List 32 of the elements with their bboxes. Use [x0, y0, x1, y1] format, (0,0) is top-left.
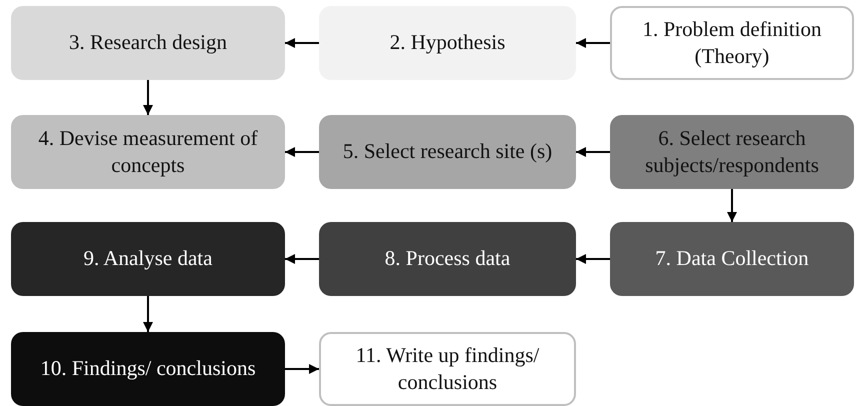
process-box [319, 6, 576, 80]
arrow [285, 38, 319, 48]
step-label: 6. Select research subjects/respondents [644, 124, 820, 179]
arrow [143, 80, 153, 115]
process-box [319, 332, 576, 406]
step-label: 1. Problem definition (Theory) [641, 16, 823, 70]
step-label: 11. Write up findings/ conclusions [354, 342, 540, 396]
step-label: 7. Data Collection [654, 245, 810, 272]
step-label: 2. Hypothesis [388, 29, 506, 56]
step-label: 9. Analyse data [82, 245, 214, 272]
process-box [610, 115, 854, 189]
process-box [11, 332, 285, 406]
arrow [576, 254, 610, 264]
arrow [727, 189, 737, 222]
process-box [319, 115, 576, 189]
arrow [285, 147, 319, 157]
process-box [610, 6, 854, 80]
arrow [285, 364, 319, 374]
arrow [576, 38, 610, 48]
process-box [610, 222, 854, 296]
step-label: 8. Process data [384, 245, 512, 272]
arrow [576, 147, 610, 157]
process-box [319, 222, 576, 296]
arrow [143, 296, 153, 332]
step-label: 5. Select research site (s) [342, 138, 554, 166]
arrow [285, 254, 319, 264]
step-label: 10. Findings/ conclusions [39, 355, 257, 382]
process-box [11, 222, 285, 296]
process-box [11, 6, 285, 80]
step-label: 4. Devise measurement of concepts [37, 124, 259, 179]
step-label: 3. Research design [68, 29, 228, 56]
process-box [11, 115, 285, 189]
